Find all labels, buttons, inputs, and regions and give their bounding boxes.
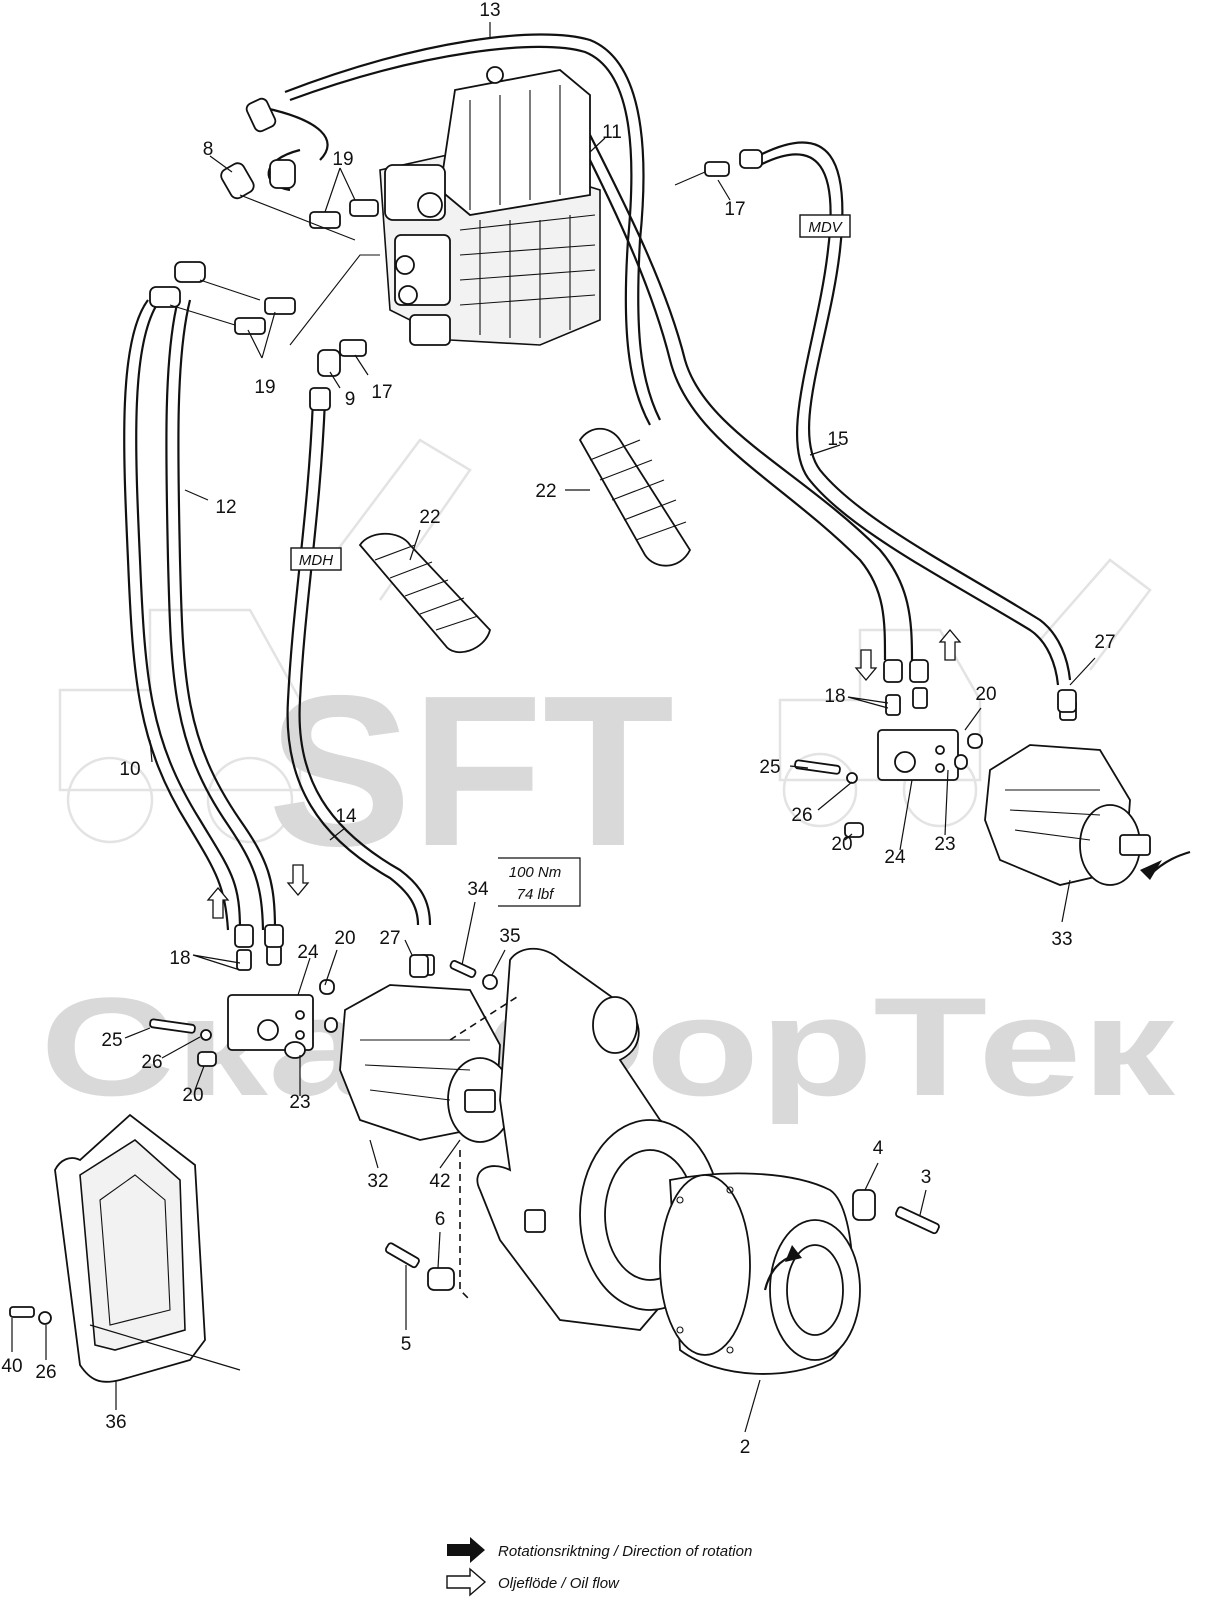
callout-3: 3 xyxy=(921,1167,932,1188)
control-valve-block xyxy=(379,66,601,346)
flow-arrows xyxy=(206,628,962,919)
torque-lbf: 74 lbf xyxy=(517,886,556,903)
boxed-labels: MDV MDH 100 Nm 74 lbf xyxy=(290,214,851,907)
callout-13: 13 xyxy=(479,0,500,21)
callout-18-left: 18 xyxy=(169,948,190,969)
callout-23-right: 23 xyxy=(934,834,955,855)
callout-20-left-bottom: 20 xyxy=(182,1085,203,1106)
callout-32: 32 xyxy=(367,1171,388,1192)
torque-nm: 100 Nm xyxy=(509,864,562,881)
callout-4: 4 xyxy=(873,1138,884,1159)
callout-26-left: 26 xyxy=(141,1052,162,1073)
callout-27-left: 27 xyxy=(379,928,400,949)
hoses xyxy=(123,33,1072,931)
callout-40: 40 xyxy=(1,1356,22,1377)
callout-20-right-bottom: 20 xyxy=(831,834,852,855)
hollow-arrow-icon xyxy=(854,649,878,682)
callout-8: 8 xyxy=(203,139,214,160)
callout-10: 10 xyxy=(119,759,140,780)
callout-25-right: 25 xyxy=(759,757,780,778)
callout-14: 14 xyxy=(335,806,357,827)
callout-15: 15 xyxy=(827,429,848,450)
callout-11: 11 xyxy=(602,122,622,143)
leader-lines xyxy=(11,22,1096,1433)
right-motor-assembly xyxy=(877,659,1191,886)
legend-oil-flow: Oljeflöde / Oil flow xyxy=(498,1575,620,1592)
hollow-arrow-icon xyxy=(286,864,310,897)
callout-17-right: 17 xyxy=(724,199,745,220)
callout-2: 2 xyxy=(740,1437,751,1458)
callout-36: 36 xyxy=(105,1412,126,1433)
watermark-brand: SFT xyxy=(268,650,674,891)
callout-26-bottom: 26 xyxy=(35,1362,56,1383)
hollow-arrow-icon xyxy=(938,628,962,661)
callout-19-top: 19 xyxy=(332,149,353,170)
callout-35: 35 xyxy=(499,926,520,947)
callout-6: 6 xyxy=(435,1209,446,1230)
callouts: 13 11 8 19 19 17 17 9 15 12 22 22 27 27 … xyxy=(1,0,1115,1458)
callout-22-right: 22 xyxy=(535,481,556,502)
hollow-arrow-icon xyxy=(206,886,230,919)
callout-27-right: 27 xyxy=(1094,632,1115,653)
callout-23-left: 23 xyxy=(289,1092,310,1113)
hollow-arrow-icon xyxy=(446,1567,487,1597)
callout-33: 33 xyxy=(1051,929,1072,950)
callout-42: 42 xyxy=(429,1171,450,1192)
legend: Rotationsriktning / Direction of rotatio… xyxy=(446,1537,752,1597)
callout-17-left: 17 xyxy=(371,382,392,403)
callout-34: 34 xyxy=(467,879,489,900)
mdh-label: MDH xyxy=(299,552,333,569)
callout-18-right: 18 xyxy=(824,686,845,707)
gear-housing-bracket xyxy=(449,947,861,1375)
legend-rotation: Rotationsriktning / Direction of rotatio… xyxy=(498,1543,752,1560)
small-hardware xyxy=(9,689,1077,1325)
callout-19-bottom: 19 xyxy=(254,377,275,398)
callout-24-right: 24 xyxy=(884,847,906,868)
solid-arrow-icon xyxy=(447,1537,485,1563)
callout-5: 5 xyxy=(401,1334,412,1355)
guard-plate xyxy=(54,1113,241,1383)
protective-sleeves xyxy=(358,427,692,654)
callout-25-left: 25 xyxy=(101,1030,122,1051)
callout-24-left: 24 xyxy=(297,942,319,963)
callout-9: 9 xyxy=(345,389,356,410)
mdv-label: MDV xyxy=(808,219,843,236)
callout-20-right-top: 20 xyxy=(975,684,996,705)
callout-12: 12 xyxy=(215,497,236,518)
callout-26-right: 26 xyxy=(791,805,812,826)
callout-20-left-top: 20 xyxy=(334,928,355,949)
callout-22-left: 22 xyxy=(419,507,440,528)
